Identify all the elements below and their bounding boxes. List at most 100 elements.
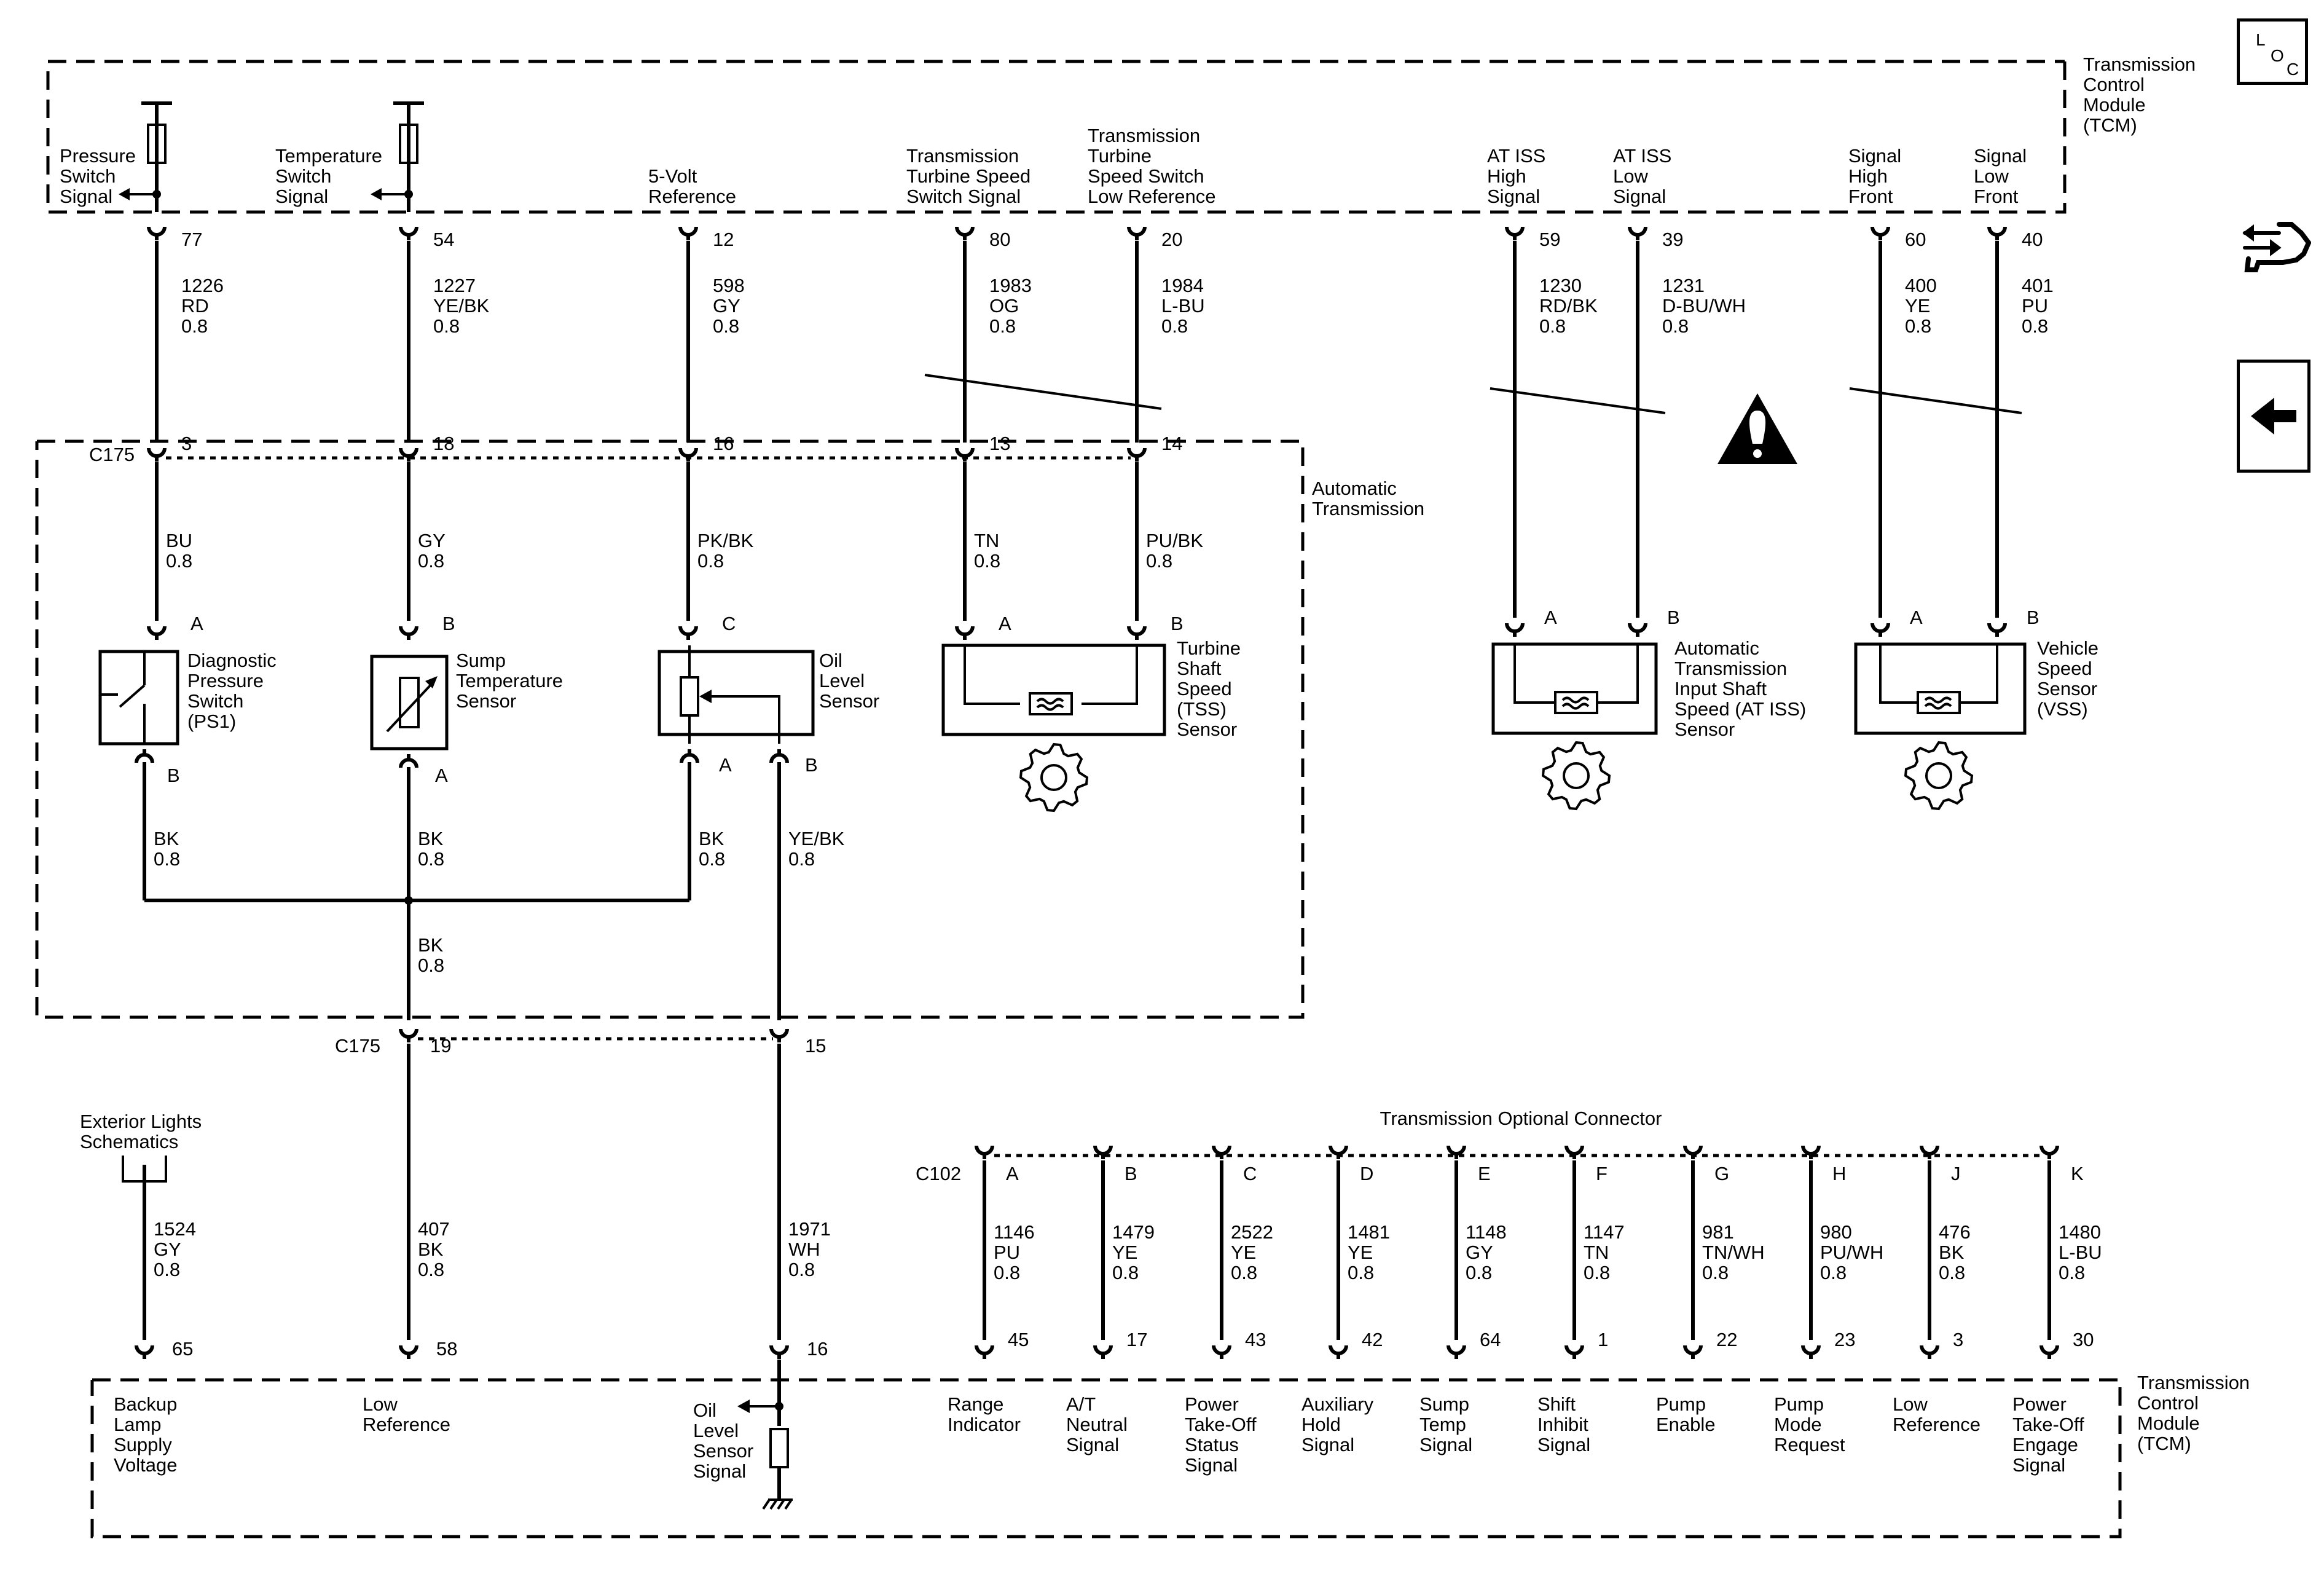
c102-pin-D: D (1360, 1163, 1373, 1184)
tss-gear-icon (1019, 742, 1089, 813)
component-terminal-ref5v (678, 626, 698, 640)
c175-terminal-tss-signal (955, 447, 975, 462)
component-terminal-tss-signal (955, 626, 975, 640)
back-button[interactable] (2237, 360, 2310, 473)
resistor-icon (769, 1428, 789, 1468)
tcm-pin-number-optional-g: 22 (1716, 1329, 1737, 1350)
resistor-icon (147, 124, 167, 164)
c175-pin-temperature: 18 (433, 433, 454, 454)
ground-splice (404, 896, 413, 905)
wiper-line (712, 695, 780, 744)
c102-pin-G: G (1714, 1163, 1729, 1184)
component-pin-ref5v: C (722, 613, 736, 634)
sump-bottom-terminal (399, 754, 418, 768)
tcm-top-boundary (46, 60, 2067, 214)
potentiometer-icon (680, 676, 699, 717)
oil-pin-a: A (719, 754, 732, 776)
tss-hall-element (1029, 692, 1073, 715)
c175-lower-pin-15: 15 (805, 1035, 826, 1057)
wire (777, 1498, 785, 1510)
atiss-hall-element (1554, 691, 1598, 714)
c102-pin-J: J (1951, 1163, 1961, 1184)
thermistor-slash (386, 681, 434, 733)
c102-pin-E: E (1478, 1163, 1491, 1184)
tcm-pin-number-optional-d: 42 (1362, 1329, 1383, 1350)
loc-button[interactable]: L O C (2237, 18, 2308, 85)
back-arrow-icon (2251, 398, 2296, 435)
component-pin-iss-low: B (1667, 607, 1680, 628)
c175-terminal-pressure (147, 447, 167, 462)
loc-letter-c: C (2287, 60, 2299, 79)
component-pin-temperature: B (442, 613, 455, 634)
ground-symbol-icon (762, 1498, 793, 1510)
optional-connector-title: Transmission Optional Connector (1380, 1108, 1662, 1129)
tcm-pin-number-optional-c: 43 (1245, 1329, 1266, 1350)
connector-end-view-button[interactable] (2240, 206, 2312, 289)
tcm-pin-temperature (399, 226, 418, 240)
tcm-pin-ref5v (678, 226, 698, 240)
c102-pin-C: C (1243, 1163, 1257, 1184)
vss-sensor-body (1854, 642, 2027, 735)
tss-sensor-body (941, 644, 1166, 736)
ps1-switch-blade (119, 684, 146, 708)
atiss-gear-icon (1541, 741, 1611, 811)
tcm-pin-optional-f (1564, 1345, 1584, 1359)
twisted-pair-tss (924, 374, 1162, 410)
c175-terminal-ref5v (678, 447, 698, 462)
thermistor-icon (399, 677, 420, 728)
tcm-pin-number-pressure: 77 (181, 229, 202, 250)
vss-hall-element (1917, 691, 1961, 714)
c175-pin-ref5v: 16 (713, 433, 734, 454)
c102-pin-B: B (1125, 1163, 1137, 1184)
tcm-pin-number-optional-h: 23 (1834, 1329, 1855, 1350)
tcm-pin-number-optional-f: 1 (1598, 1329, 1608, 1350)
c102-terminal-F (1564, 1145, 1584, 1159)
tss-loop-left (964, 645, 1020, 705)
thermistor-arrow (425, 676, 438, 688)
c102-pin-H: H (1832, 1163, 1846, 1184)
c102-terminal-C (1212, 1145, 1231, 1159)
component-pin-tss-signal: A (999, 613, 1011, 634)
wire (762, 1498, 771, 1510)
tcm-pin-number-tss-signal: 80 (989, 229, 1010, 250)
tcm-pin-tss-signal (955, 226, 975, 240)
connector-end-view-icon (2242, 222, 2312, 272)
c175-lower-terminal-15 (769, 1028, 789, 1042)
component-terminal-temperature (399, 626, 418, 640)
atiss-loop-left (1513, 644, 1555, 704)
c102-pin-K: K (2071, 1163, 2084, 1184)
sump-sensor-body (370, 655, 449, 750)
c102-terminal-H (1801, 1145, 1821, 1159)
ps1-body (98, 650, 179, 746)
